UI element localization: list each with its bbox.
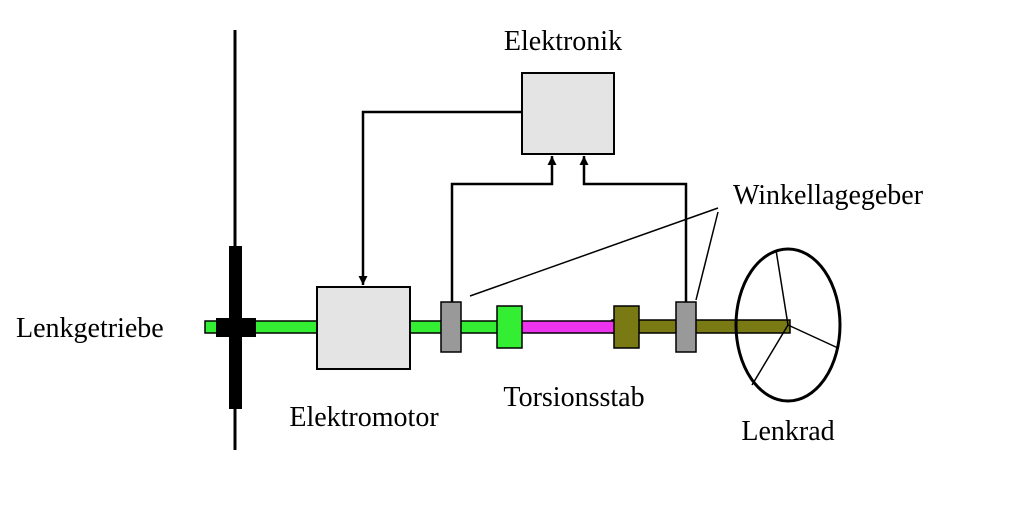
coupling-green bbox=[496, 305, 523, 349]
sensor-line-right bbox=[579, 156, 688, 302]
sensor-line-left bbox=[450, 156, 557, 302]
coupling-olive bbox=[613, 305, 640, 349]
label-steering-gear: Lenkgetriebe bbox=[16, 313, 164, 344]
label-angle-sensor: Winkellagegeber bbox=[733, 180, 924, 211]
leader-line-sensor-right bbox=[695, 211, 719, 301]
control-line-to-motor bbox=[358, 110, 522, 285]
steering-wheel-spoke-top bbox=[775, 249, 789, 326]
label-electronics: Elektronik bbox=[504, 26, 622, 57]
label-motor: Elektromotor bbox=[289, 402, 439, 433]
angle-sensor-left bbox=[440, 301, 462, 353]
steering-wheel-rim bbox=[734, 247, 842, 403]
steering-wheel-spoke-right bbox=[787, 324, 839, 349]
electronics-box bbox=[521, 72, 615, 155]
leader-line-sensor-left bbox=[469, 207, 719, 297]
steering-wheel-spoke-bottom bbox=[751, 324, 789, 386]
angle-sensor-right bbox=[675, 301, 697, 353]
label-steering-wheel: Lenkrad bbox=[741, 416, 834, 447]
label-torsion-bar: Torsionsstab bbox=[503, 382, 644, 413]
pinion-block bbox=[216, 318, 256, 337]
torsion-bar bbox=[511, 320, 625, 334]
motor-box bbox=[316, 286, 411, 370]
